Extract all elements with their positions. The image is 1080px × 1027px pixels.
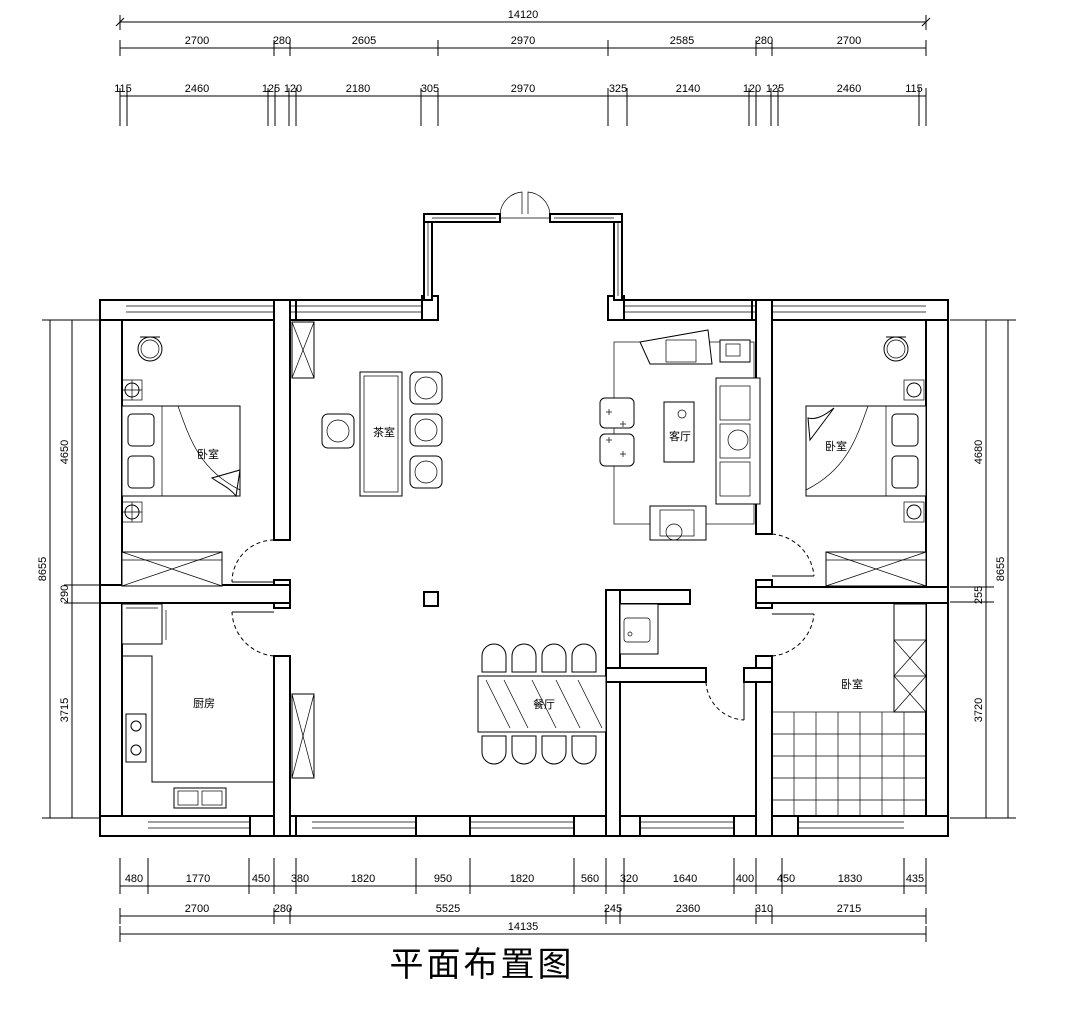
dim-bot-r1-3: 380 bbox=[291, 873, 309, 885]
dim-top-r1-3: 2970 bbox=[511, 35, 535, 47]
armchair-icon bbox=[639, 329, 713, 365]
dim-right-2: 3720 bbox=[973, 698, 985, 722]
lamp-icon bbox=[906, 504, 922, 520]
dim-bot-r1-2: 450 bbox=[252, 873, 270, 885]
kitchen: 厨房 bbox=[121, 603, 275, 809]
room-label-kitchen: 厨房 bbox=[193, 697, 215, 710]
dim-top-r1-4: 2585 bbox=[670, 35, 694, 47]
dim-bot-r1-1: 1770 bbox=[186, 873, 210, 885]
armchair-icon bbox=[649, 505, 707, 541]
bathroom bbox=[619, 603, 745, 721]
dim-top-r1-5: 280 bbox=[755, 35, 773, 47]
dim-bot-r1-11: 450 bbox=[777, 873, 795, 885]
dim-top-r2-9: 120 bbox=[743, 83, 761, 95]
dim-top-r1-2: 2605 bbox=[352, 35, 376, 47]
walls bbox=[99, 191, 949, 837]
dim-top-r2-1: 2460 bbox=[185, 83, 209, 95]
pillow-icon bbox=[127, 455, 155, 489]
dining-chairs bbox=[481, 643, 597, 765]
dim-left-0: 4650 bbox=[59, 440, 71, 464]
dim-bot-r1-13: 435 bbox=[906, 873, 924, 885]
stool-icon bbox=[599, 433, 635, 467]
tea-chairs bbox=[321, 371, 443, 489]
dim-top-r2-0: 115 bbox=[114, 83, 132, 95]
dim-top-r1-6: 2700 bbox=[837, 35, 861, 47]
dim-bot-r1-6: 1820 bbox=[510, 873, 534, 885]
side-table bbox=[719, 339, 751, 363]
sofa-icon bbox=[715, 377, 761, 505]
dim-right-1: 255 bbox=[973, 586, 985, 604]
dining: 餐厅 bbox=[291, 643, 607, 779]
pillow-icon bbox=[891, 413, 919, 447]
dim-bot-r2-1: 280 bbox=[274, 903, 292, 915]
bottom-dimensions: 480 1770 450 380 1820 950 1820 560 320 1… bbox=[119, 858, 927, 942]
top-dimensions: 14120 2700 280 2605 2970 2585 280 2700 1… bbox=[114, 9, 931, 126]
living-room: 客厅 bbox=[599, 329, 815, 577]
dim-bot-r2-6: 2715 bbox=[837, 903, 861, 915]
dim-bot-r1-5: 950 bbox=[434, 873, 452, 885]
room-label-tea-room: 茶室 bbox=[373, 425, 395, 439]
dim-top-r2-5: 305 bbox=[421, 83, 439, 95]
dim-top-r1-0: 2700 bbox=[185, 35, 209, 47]
dim-top-r2-4: 2180 bbox=[346, 83, 370, 95]
stool-icon bbox=[599, 397, 635, 429]
dim-left-total: 8655 bbox=[37, 557, 49, 581]
dim-top-r2-3: 120 bbox=[284, 83, 302, 95]
tea-table bbox=[359, 371, 403, 497]
dining-table bbox=[477, 675, 607, 733]
fridge-icon bbox=[121, 603, 163, 645]
dim-bot-r1-10: 400 bbox=[736, 873, 754, 885]
floor-tiles bbox=[771, 711, 927, 817]
dim-bot-r1-8: 320 bbox=[620, 873, 638, 885]
room-label-bedroom-small: 卧室 bbox=[841, 677, 863, 691]
dim-top-r2-2: 125 bbox=[262, 83, 280, 95]
page-title: 平面布置图 bbox=[390, 945, 575, 985]
dim-bot-r1-9: 1640 bbox=[673, 873, 697, 885]
dim-top-r2-6: 2970 bbox=[511, 83, 535, 95]
pillow-icon bbox=[127, 413, 155, 447]
pillow-icon bbox=[891, 455, 919, 489]
dim-top-r2-12: 115 bbox=[905, 83, 923, 95]
dim-top-r2-10: 125 bbox=[766, 83, 784, 95]
round-stool bbox=[137, 336, 163, 362]
small-bedroom: 卧室 bbox=[771, 603, 927, 817]
left-bedroom: 卧室 bbox=[121, 336, 275, 587]
left-dimensions: 8655 4650 290 3715 bbox=[37, 319, 100, 819]
right-dimensions: 4680 255 3720 8655 bbox=[950, 319, 1016, 819]
room-label-living-room: 客厅 bbox=[669, 429, 691, 443]
tea-room: 茶室 bbox=[291, 321, 443, 497]
dim-top-r2-7: 325 bbox=[609, 83, 627, 95]
dim-top-r1-1: 280 bbox=[273, 35, 291, 47]
dim-bot-r2-5: 310 bbox=[755, 903, 773, 915]
dim-bot-r2-0: 2700 bbox=[185, 903, 209, 915]
sink-icon bbox=[173, 787, 227, 809]
dim-bot-r1-4: 1820 bbox=[351, 873, 375, 885]
dim-bot-r1-7: 560 bbox=[581, 873, 599, 885]
room-label-bedroom-right: 卧室 bbox=[825, 439, 847, 453]
right-bedroom: 卧室 bbox=[805, 336, 927, 587]
round-stool bbox=[883, 336, 909, 362]
dim-bot-r1-12: 1830 bbox=[838, 873, 862, 885]
dim-bot-total: 14135 bbox=[508, 921, 539, 933]
dim-bot-r2-2: 5525 bbox=[436, 903, 460, 915]
dim-top-r2-11: 2460 bbox=[837, 83, 861, 95]
dim-right-total: 8655 bbox=[995, 557, 1007, 581]
dim-bot-r1-0: 480 bbox=[125, 873, 143, 885]
washbasin-icon bbox=[619, 603, 659, 655]
dim-left-1: 290 bbox=[59, 585, 71, 603]
coffee-table bbox=[663, 401, 695, 463]
dim-right-0: 4680 bbox=[973, 440, 985, 464]
lamp-icon bbox=[906, 382, 922, 398]
dim-bot-r2-4: 2360 bbox=[676, 903, 700, 915]
dim-top-r2-8: 2140 bbox=[676, 83, 700, 95]
room-label-dining: 餐厅 bbox=[533, 697, 555, 711]
room-label-bedroom-left: 卧室 bbox=[197, 447, 219, 461]
dim-left-2: 3715 bbox=[59, 698, 71, 722]
dim-top-total: 14120 bbox=[508, 9, 539, 21]
dim-bot-r2-3: 245 bbox=[604, 903, 622, 915]
